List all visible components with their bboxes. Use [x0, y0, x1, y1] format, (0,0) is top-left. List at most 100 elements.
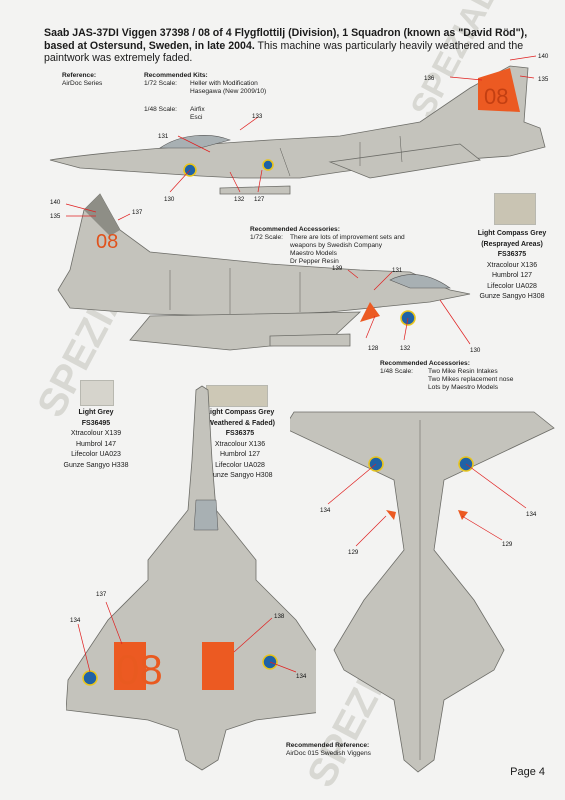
callout-number: 129 — [502, 541, 513, 548]
intake-marking-lower — [360, 302, 380, 322]
accessories-scale: 1/48 Scale: — [380, 368, 413, 375]
callout-number: 131 — [392, 267, 403, 274]
swatch-light-grey — [80, 380, 114, 406]
accessories-line: Two Mike Resin Intakes — [428, 368, 498, 375]
swatch-resprayed — [494, 193, 536, 225]
accessories-72-block: Recommended Accessories: 1/72 Scale: The… — [250, 226, 450, 266]
footer-ref-label: Recommended Reference: — [286, 742, 370, 749]
wing-code-right-bg — [202, 642, 234, 690]
roundel-top-left — [82, 670, 98, 686]
footer-reference: Recommended Reference: AirDoc 015 Swedis… — [286, 742, 436, 758]
colour-light-grey-block: Light Grey FS36495 Xtracolour X139 Humbr… — [36, 408, 156, 471]
underside-marking-left — [386, 510, 396, 520]
colour-name: Light Compass Grey — [205, 409, 275, 416]
colour-name: Light Compass Grey — [477, 230, 547, 237]
callout-number: 132 — [234, 196, 245, 203]
callout-number: 137 — [132, 209, 143, 216]
callout-number: 134 — [296, 673, 307, 680]
callout-number: 136 — [424, 75, 435, 82]
top-view: 08 137 134 138 134 — [66, 385, 316, 771]
accessories-scale: 1/72 Scale: — [250, 234, 283, 241]
colour-name: Light Grey — [78, 409, 114, 416]
callout-number: 134 — [526, 511, 537, 518]
page-title: Saab JAS-37DI Viggen 37398 / 08 of 4 Fly… — [44, 27, 544, 65]
colour-xtracolour: Xtracolour X139 — [70, 430, 122, 437]
callout-number: 129 — [348, 549, 359, 556]
wing-code-left: 08 — [116, 646, 163, 693]
kits-scale: 1/72 Scale: — [144, 80, 177, 87]
fuselage-lower — [57, 193, 471, 317]
top-view-canopy — [193, 499, 219, 531]
colour-gunze: Gunze Sangyo H338 — [63, 461, 129, 469]
callout-number: 140 — [50, 199, 61, 206]
accessories-line: weapons by Swedish Company — [290, 242, 382, 249]
title-rest: This machine was particularly heavily we… — [44, 39, 524, 65]
side-profile-upper: 08 140 136 135 133 131 130 132 127 — [49, 53, 549, 203]
callout-number: 134 — [70, 617, 81, 624]
roundel-upper — [262, 159, 274, 171]
callout-number: 127 — [254, 196, 265, 203]
callout-number: 132 — [400, 345, 411, 352]
callout-number: 131 — [158, 133, 169, 140]
colour-resprayed-block: Light Compass Grey (Resprayed Areas) FS3… — [460, 229, 564, 303]
colour-gunze: Gunze Sangyo H308 — [207, 472, 273, 479]
title-bold: Saab JAS-37DI Viggen 37398 / 08 of 4 Fly… — [44, 27, 528, 52]
accessories-line: Dr Pepper Resin — [290, 258, 339, 265]
fin-code-lower: 08 — [96, 231, 118, 253]
drop-tank-upper — [219, 185, 291, 195]
colour-fs: FS36495 — [81, 419, 111, 427]
canopy-lower — [389, 274, 451, 289]
wing-upper — [328, 143, 481, 179]
kits-block: Recommended Kits: 1/72 Scale: Heller with… — [144, 72, 274, 122]
top-view-airframe — [66, 385, 316, 771]
colour-lifecolor: Lifecolor UA028 — [215, 461, 265, 469]
callout-number: 135 — [538, 76, 549, 83]
fin-code-upper: 08 — [484, 84, 508, 109]
footer-ref-value: AirDoc 015 Swedish Viggens — [286, 750, 371, 757]
fin-top-lower — [84, 194, 120, 236]
callout-number: 135 — [50, 213, 61, 220]
accessories-line: Maestro Models — [290, 250, 337, 257]
accessories-line: Lots by Maestro Models — [428, 384, 498, 391]
colour-gunze: Gunze Sangyo H308 — [479, 293, 545, 300]
side-profile-lower: 08 140 135 137 139 131 128 132 130 — [50, 193, 481, 354]
callout-number: 138 — [274, 613, 285, 620]
underside-marking-right — [458, 510, 468, 520]
kits-label: Recommended Kits: — [144, 72, 208, 79]
kits-scale: 1/48 Scale: — [144, 106, 177, 113]
drop-tank-lower — [269, 333, 351, 347]
callout-number: 140 — [538, 53, 549, 60]
colour-humbrol: Humbrol 127 — [491, 272, 533, 279]
callout-number: 130 — [164, 196, 175, 203]
colour-humbrol: Humbrol 147 — [75, 440, 117, 448]
colour-xtracolour: Xtracolour X136 — [486, 261, 538, 269]
colour-sub: (Resprayed Areas) — [481, 240, 543, 248]
colour-humbrol: Humbrol 127 — [219, 451, 261, 458]
colour-sub: (Weathered & Faded) — [205, 419, 275, 427]
kits-item: Airfix — [190, 106, 205, 113]
canopy-upper — [159, 135, 231, 149]
fin-marking-upper — [478, 68, 520, 112]
page-number: Page 4 — [510, 766, 545, 778]
kits-item: Hasegawa (New 2009/10) — [190, 88, 267, 95]
accessories-label: Recommended Accessories: — [380, 360, 470, 367]
accessories-48-block: Recommended Accessories: 1/48 Scale: Two… — [380, 360, 550, 392]
wing-code-left-bg — [114, 642, 146, 690]
underside-airframe — [290, 411, 555, 773]
kits-item: Esci — [190, 114, 203, 121]
accessories-label: Recommended Accessories: — [250, 226, 340, 233]
colour-lifecolor: Lifecolor UA023 — [71, 451, 121, 458]
callout-number: 130 — [470, 347, 481, 354]
callout-number: 133 — [252, 113, 263, 120]
colour-lifecolor: Lifecolor UA028 — [487, 282, 537, 290]
reference-label: Reference: — [62, 72, 97, 79]
callout-number: 139 — [332, 265, 343, 272]
colour-fs: FS36375 — [497, 251, 527, 258]
kits-item: Heller with Modification — [190, 80, 258, 87]
callout-number: 128 — [368, 345, 379, 352]
underside-view: 134 134 129 129 — [290, 411, 555, 773]
reference-value: AirDoc Series — [62, 80, 103, 87]
colour-fs: FS36375 — [225, 430, 255, 437]
callout-number: 137 — [96, 591, 107, 598]
colour-faded-block: Light Compass Grey (Weathered & Faded) F… — [190, 408, 290, 482]
